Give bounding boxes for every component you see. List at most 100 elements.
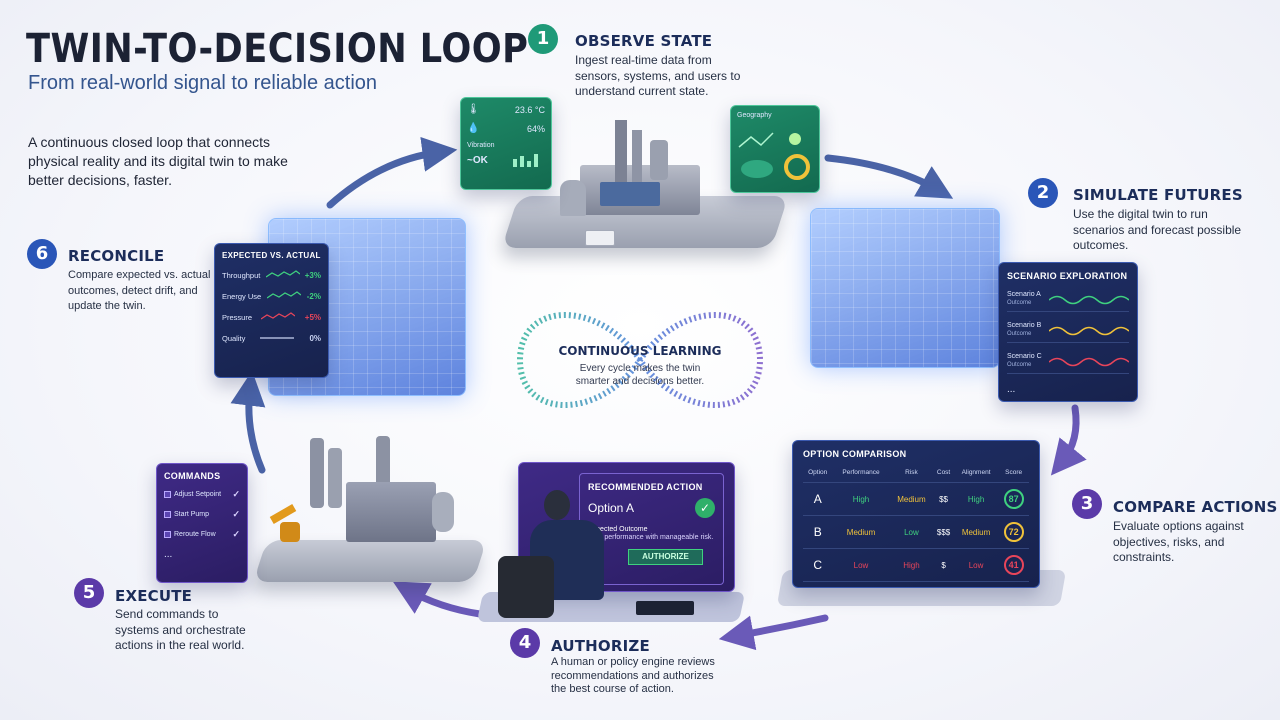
option-cell-cost: $$ [939, 494, 949, 504]
option-table-header: Alignment [953, 469, 999, 483]
scenario-sub: Outcome [1007, 362, 1032, 368]
authorize-button[interactable]: AUTHORIZE [628, 549, 703, 565]
option-cell-risk: Low [904, 527, 919, 537]
option-score: 87 [1003, 489, 1024, 509]
option-cell-score-wrap: 72 [998, 516, 1029, 549]
commands-title: COMMANDS [164, 471, 221, 481]
sensor-panel: 🌡 23.6 °C 💧 64% Vibration ~OK [460, 97, 552, 190]
scenario-row: Scenario A Outcome [1007, 291, 1129, 312]
step-4-desc: A human or policy engine reviews recomme… [551, 656, 715, 695]
reconcile-row-label: Pressure [222, 312, 253, 322]
recommended-option: Option A [588, 501, 635, 515]
scenario-label: Scenario B [1007, 322, 1042, 329]
page-title: TWIN-TO-DECISION LOOP [26, 26, 529, 72]
option-table-header: Performance [832, 469, 890, 483]
arrow-5-to-6 [230, 370, 266, 474]
arrow-4-to-5 [392, 581, 484, 618]
option-cell-risk: Medium [897, 494, 926, 504]
command-label: Adjust Setpoint [174, 491, 222, 498]
scenario-label: Scenario A [1007, 291, 1041, 298]
option-cell-alignment: Low [968, 560, 984, 570]
commands-more: ... [164, 549, 173, 560]
center-learning: CONTINUOUS LEARNING Every cycle makes th… [555, 344, 725, 388]
check-circle-icon: ✓ [695, 498, 715, 518]
command-item-left: Reroute Flow [164, 531, 216, 538]
option-cell-performance: High [852, 494, 870, 504]
factory-icon [560, 120, 720, 220]
scenario-row: Scenario C Outcome [1007, 353, 1129, 374]
geo-panel-header: Geography [737, 112, 772, 119]
reconcile-row: Energy Use-2% [222, 291, 321, 301]
step-3-title: COMPARE ACTIONS [1113, 498, 1278, 516]
option-cell-risk: High [903, 560, 920, 570]
checkbox-icon [164, 491, 171, 498]
command-item[interactable]: Start Pump ✓ [164, 509, 240, 520]
truck-icon [585, 230, 615, 246]
reconcile-row: Pressure+5% [222, 312, 321, 322]
scenario-wave-icon [1049, 357, 1129, 367]
expected-actual-panel: EXPECTED vs. ACTUAL Throughput+3%Energy … [214, 243, 329, 378]
scenario-wave-icon [1049, 295, 1129, 305]
command-label: Reroute Flow [174, 531, 216, 538]
step-4-badge: 4 [510, 628, 540, 658]
reconcile-row-value: -2% [306, 291, 321, 301]
option-cell-option: A [813, 492, 822, 506]
step-5-title: EXECUTE [115, 587, 193, 605]
option-cell-cost: $ [941, 560, 946, 570]
step-1-badge: 1 [528, 24, 558, 54]
step-2-title: SIMULATE FUTURES [1073, 186, 1243, 204]
option-score: 41 [1003, 555, 1024, 575]
arrow-2-to-3 [1050, 404, 1087, 476]
reconcile-row-label: Quality [222, 333, 246, 343]
step-6-title: RECONCILE [68, 247, 165, 265]
checkmark-icon: ✓ [232, 489, 240, 499]
option-table-header: Score [998, 469, 1029, 483]
option-cell-alignment: High [967, 494, 985, 504]
arrow-6-to-1 [326, 136, 458, 209]
plant-equipment-icon [269, 432, 470, 552]
step-3-desc: Evaluate options against objectives, ris… [1113, 519, 1244, 564]
checkmark-icon: ✓ [232, 509, 240, 519]
checkbox-icon [164, 531, 171, 538]
digital-twin-hologram [810, 208, 1000, 368]
expected-actual-title: EXPECTED vs. ACTUAL [222, 251, 321, 260]
geo-panel: Geography [730, 105, 820, 193]
step-2-desc: Use the digital twin to run scenarios an… [1073, 207, 1242, 252]
vibration-value: ~OK [467, 154, 488, 166]
step-5-desc: Send commands to systems and orchestrate… [115, 607, 246, 652]
intro-text: A continuous closed loop that connects p… [28, 134, 288, 188]
scenario-label: Scenario C [1007, 353, 1042, 360]
commands-panel: COMMANDS Adjust Setpoint ✓ Start Pump ✓ Rero… [156, 463, 248, 583]
step-1-desc: Ingest real-time data from sensors, syst… [575, 53, 741, 98]
scenario-label-block: Scenario A Outcome [1007, 291, 1041, 307]
step-6-badge: 6 [27, 239, 57, 269]
center-title: CONTINUOUS LEARNING [558, 344, 722, 358]
command-item[interactable]: Adjust Setpoint ✓ [164, 489, 240, 500]
sparkline-icon [266, 291, 301, 299]
bar-chart-icon [513, 154, 538, 167]
step-3-badge: 3 [1072, 489, 1102, 519]
reconcile-row-label: Throughput [222, 270, 261, 280]
option-cell-cost: $$$ [936, 527, 951, 537]
map-gauge-icon [738, 132, 810, 180]
thermometer-icon: 🌡 [467, 104, 480, 115]
option-table-header: Cost [933, 469, 954, 483]
recommended-title: RECOMMENDED ACTION [588, 482, 703, 492]
option-table-header: Option [803, 469, 833, 483]
command-label: Start Pump [174, 511, 210, 518]
center-desc: Every cycle makes the twin smarter and d… [575, 363, 705, 387]
page-subtitle: From real-world signal to reliable actio… [28, 72, 378, 94]
arrow-1-to-2 [824, 154, 954, 199]
scenario-sub: Outcome [1007, 300, 1032, 306]
sparkline-icon [260, 337, 295, 339]
outcome-desc: High performance with manageable risk. [588, 534, 714, 541]
command-item-left: Start Pump [164, 511, 209, 518]
outcome-label: Expected Outcome [588, 526, 648, 533]
option-cell-option: B [813, 525, 822, 539]
command-item[interactable]: Reroute Flow✓ [164, 529, 240, 540]
